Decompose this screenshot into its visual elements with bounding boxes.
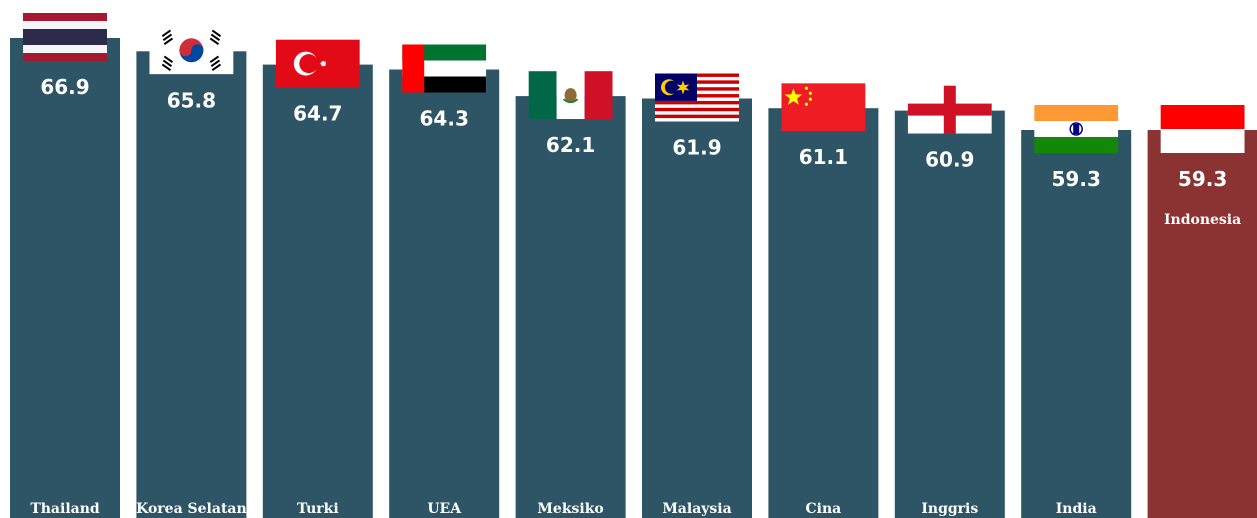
bar-korea-selatan [136,51,247,518]
bar-inggris [894,110,1005,518]
bar-meksiko [515,96,626,518]
value-label: 66.9 [40,75,89,99]
bar-indonesia [1147,130,1257,518]
mexico-flag-icon [528,71,613,120]
value-label: 59.3 [1052,167,1101,191]
turkey-flag-icon [275,39,360,88]
value-label: 64.7 [293,102,342,126]
category-label: Turki [297,501,339,517]
england-flag-icon [907,85,992,134]
category-label: India [1056,501,1097,517]
category-label: Korea Selatan [136,501,247,517]
category-label: Meksiko [537,501,603,517]
category-label: Inggris [921,501,978,517]
category-label: Thailand [30,501,100,517]
category-label: Cina [806,501,842,517]
category-label: UEA [427,501,462,517]
bar-india [1021,130,1132,518]
thailand-flag-icon [23,13,107,61]
category-label: Indonesia [1164,212,1241,228]
value-label: 62.1 [546,133,595,157]
bar-cina [768,108,879,518]
bar-uea [389,69,500,518]
value-label: 61.9 [672,136,721,160]
value-label: 64.3 [420,107,469,131]
india-flag-icon [1034,105,1119,153]
category-label: Malaysia [662,501,731,517]
indonesia-flag-icon [1160,105,1245,153]
value-label: 60.9 [925,148,974,172]
south-korea-flag-icon [149,26,234,75]
value-label: 61.1 [799,145,848,169]
value-label: 59.3 [1178,167,1227,191]
value-label: 65.8 [167,88,216,112]
china-flag-icon [781,83,866,132]
bar-turki [262,64,373,518]
uae-flag-icon [402,44,487,93]
bar-malaysia [642,98,752,518]
malaysia-flag-icon [655,73,739,122]
bar-thailand [10,38,120,518]
